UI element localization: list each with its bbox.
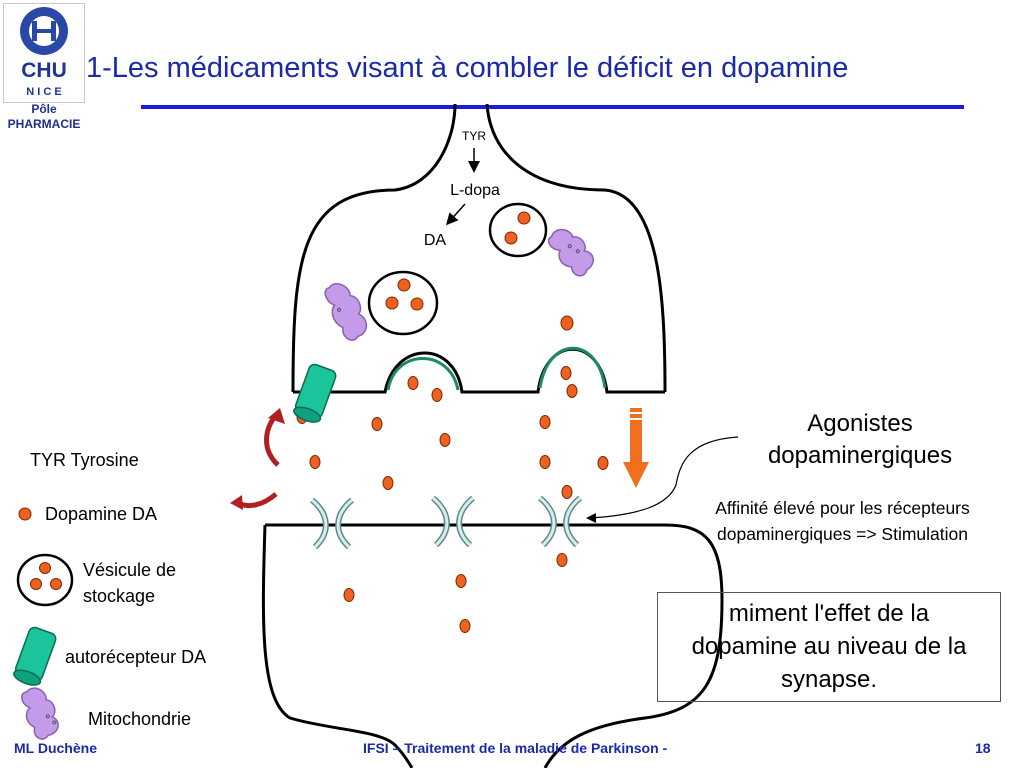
reuptake-arrow-1 [264,413,280,467]
pole-line2: PHARMACIE [7,117,81,131]
page-title: 1-Les médicaments visant à combler le dé… [86,52,849,84]
fusion-vesicle-right [538,346,607,389]
postsynaptic-outline [261,523,724,768]
receptor-3a-inner [539,496,556,547]
legend-vesicule-line1: Vésicule de [83,560,177,580]
tyr-label: TYR [462,129,486,143]
receptor-2b-inner [457,496,474,547]
footer-page-number: 18 [975,740,991,756]
effect-box-line1: miment l'effet de la [728,600,930,627]
affinite-text: Affinité élevé pour les récepteurs dopam… [670,495,1015,547]
effect-box: miment l'effet de la dopamine au niveau … [657,592,1001,702]
logo-brand: CHU [21,59,67,82]
effect-box-line3: synapse. [780,666,878,693]
chu-logo: CHU N I C E [3,3,85,103]
ldopa-to-da-arrow [445,203,466,226]
dopamine-molecules [296,315,609,633]
da-label: DA [424,232,447,249]
affinite-line2: dopaminergiques => Stimulation [717,524,968,544]
agonistes-line1: Agonistes [807,410,913,437]
mitochondrion-2 [324,283,368,341]
legend-dopamine-icon [18,507,32,521]
legend-autorecepteur: autorécepteur DA [65,647,207,667]
reuptake-arrowhead-2 [230,495,243,510]
legend-vesicule: Vésicule de stockage [83,557,176,609]
reuptake-arrowhead-1 [268,408,285,424]
callout-pointer [589,436,739,519]
callout-pointer-head [586,513,596,523]
presynaptic-membrane [293,347,665,394]
logo-city: N I C E [26,86,61,98]
legend-mitochondrion-icon [21,687,59,740]
footer-author: ML Duchène [14,740,97,756]
effect-box-line2: dopamine au niveau de la [691,633,967,660]
legend-mitochondrie: Mitochondrie [88,709,192,729]
title-underline [141,105,964,109]
reuptake-arrow-2 [236,492,278,509]
agonistes-heading: Agonistes dopaminergiques [740,408,980,472]
ldopa-label: L-dopa [450,182,500,199]
legend-autoreceptor-icon [13,626,57,686]
storage-vesicle-1 [488,202,548,258]
logo-h-bar [32,29,56,33]
receptor-1b-inner [336,498,353,549]
mitochondrion-1 [547,228,594,277]
affinite-line1: Affinité élevé pour les récepteurs [715,498,970,518]
agonistes-line2: dopaminergiques [767,442,953,469]
receptor-2a-inner [432,496,449,547]
legend-tyr: TYR Tyrosine [30,450,139,470]
legend-dopamine: Dopamine DA [45,504,158,524]
chu-logo-graphic: CHU N I C E [20,7,68,98]
presynaptic-outline [291,103,667,393]
storage-vesicle-2 [367,270,439,336]
receptor-3b-inner [564,496,581,547]
receptor-1a-inner [311,498,328,549]
legend-vesicule-line2: stockage [83,586,156,606]
postsynaptic-receptors [309,495,583,550]
pole-line1: Pôle [31,102,57,116]
pole-pharmacie: Pôle PHARMACIE [0,102,88,132]
agonist-arrow [623,408,649,488]
fusion-vesicle-left [386,357,460,391]
footer-course: IFSI – Traitement de la maladie de Parki… [363,740,668,756]
autoreceptor [293,363,337,423]
legend-vesicle-icon [16,553,74,607]
